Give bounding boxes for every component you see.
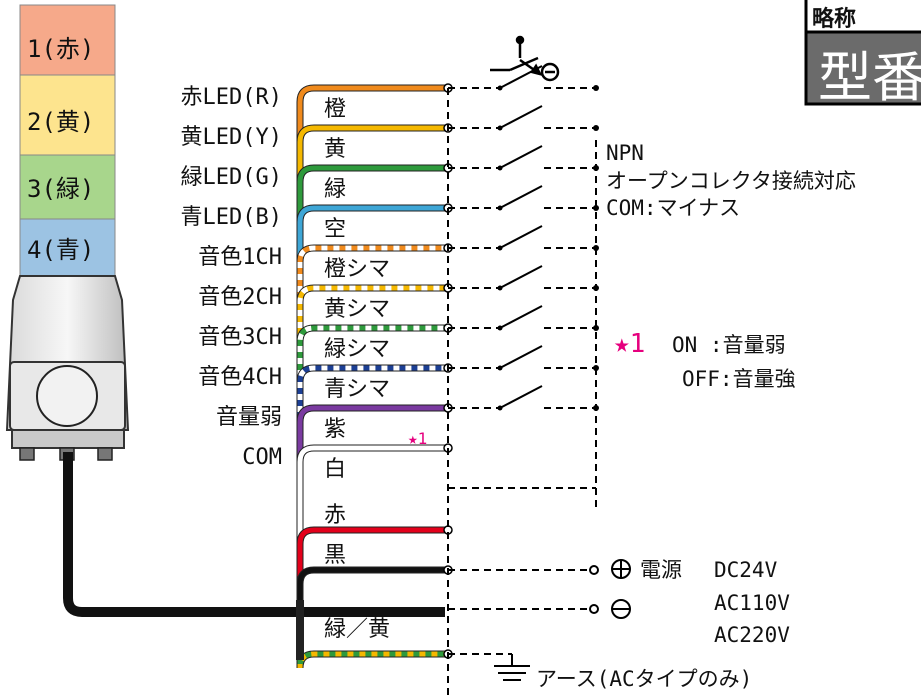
switch-blade: [499, 105, 543, 129]
switch-blade: [499, 225, 543, 249]
header-model-label: 型番: [818, 46, 921, 109]
common-node: [593, 205, 599, 211]
switch-blade: [499, 385, 543, 409]
function-label: 青LED(B): [181, 205, 282, 230]
switch-pivot: [497, 85, 503, 91]
buzzer-icon: [36, 365, 98, 427]
function-label: 音色2CH: [198, 285, 282, 310]
power-ac220v: AC220V: [714, 623, 790, 647]
tier-green: [19, 154, 116, 220]
wire-outline: [296, 324, 445, 640]
switch-blade: [499, 345, 543, 369]
common-node: [593, 125, 599, 131]
wire-label: 緑／黄: [324, 617, 390, 642]
tier-2-label: 2(黄): [27, 108, 94, 136]
npn-title: NPN: [606, 141, 644, 165]
header-caption: 略称: [812, 6, 856, 32]
wire-stripe: [297, 285, 445, 640]
header-boxes: 略称 型番: [804, 0, 921, 109]
star-marker-small: ★1: [408, 429, 427, 448]
wire-stripe: [297, 245, 445, 640]
plus-icon: [611, 559, 631, 579]
switch-pivot: [497, 205, 503, 211]
tier-3-label: 3(緑): [27, 175, 94, 203]
minus-icon: [611, 599, 631, 619]
wire-0: [297, 85, 445, 640]
switch-blade: [499, 185, 543, 209]
tier-1-label: 1(赤): [27, 35, 94, 63]
signal-tower: 1(赤) 2(黄) 3(緑) 4(青): [5, 4, 130, 461]
switch-pivot: [497, 325, 503, 331]
common-node: [593, 165, 599, 171]
star-marker: ★1: [614, 329, 645, 359]
earth-label: アース(ACタイプのみ): [536, 667, 752, 691]
switch-blade: [499, 145, 543, 169]
wire-label: 赤: [324, 503, 346, 528]
earth-icon: [448, 653, 530, 681]
wire-3: [297, 205, 445, 640]
wire-label: 橙シマ: [324, 257, 390, 282]
nc-switch-icon: [490, 35, 560, 82]
function-labels: 赤LED(R) 黄LED(Y) 緑LED(G) 青LED(B) 音色1CH 音色2CH 音色…: [181, 85, 282, 470]
function-label: 赤LED(R): [181, 85, 282, 110]
common-node: [593, 405, 599, 411]
common-node: [593, 245, 599, 251]
star-note-off: OFF:音量強: [682, 367, 796, 391]
common-node: [593, 85, 599, 91]
wire-stripe: [297, 325, 445, 640]
wire-6: [297, 325, 445, 640]
switch-pivot: [497, 405, 503, 411]
function-label: 緑LED(G): [181, 165, 282, 190]
tier-yellow: [19, 74, 116, 156]
main-cable: [63, 452, 445, 617]
power-ac110v: AC110V: [714, 591, 790, 615]
switch-blade: [499, 305, 543, 329]
switch-pivot: [497, 125, 503, 131]
power-lines: [448, 565, 599, 614]
common-node: [593, 285, 599, 291]
common-node: [593, 365, 599, 371]
wire-10: [297, 527, 445, 640]
tier-4-label: 4(青): [27, 236, 94, 264]
star-note-on: ON :音量弱: [672, 333, 786, 357]
wire-label: 橙: [324, 97, 346, 122]
wire-1: [297, 125, 445, 640]
wire-label: 黄: [324, 137, 346, 162]
wire-label: 白: [324, 457, 346, 482]
wire-9: [297, 445, 445, 640]
switch-pivot: [497, 285, 503, 291]
wire-bundle: [296, 83, 453, 669]
switch-pivot: [497, 165, 503, 171]
wire-2: [297, 165, 445, 640]
wire-11: [297, 567, 445, 640]
wire-label: 黄シマ: [324, 297, 390, 322]
power-label: 電源: [640, 558, 682, 582]
npn-line-2: オープンコレクタ接続対応: [606, 169, 856, 193]
wire-8: [297, 405, 445, 640]
wire-label: 青シマ: [324, 377, 390, 402]
wire-label: 緑シマ: [324, 337, 390, 362]
power-dc24v: DC24V: [714, 558, 778, 582]
function-label: 黄LED(Y): [181, 125, 282, 150]
wire-label: 空: [324, 217, 346, 242]
switch-array: [448, 65, 599, 489]
function-label: 音量弱: [216, 405, 282, 430]
common-node: [593, 325, 599, 331]
switch-pivot: [497, 365, 503, 371]
wire-stripe: [297, 365, 445, 640]
function-label: COM: [242, 445, 282, 470]
switch-blade: [499, 265, 543, 289]
function-label: 音色3CH: [198, 325, 282, 350]
npn-line-3: COM:マイナス: [606, 196, 740, 220]
function-label: 音色4CH: [198, 365, 282, 390]
wire-label: 紫: [324, 417, 346, 442]
tier-blue: [19, 218, 116, 277]
function-label: 音色1CH: [198, 245, 282, 270]
switch-pivot: [497, 245, 503, 251]
wire-label: 黒: [324, 543, 346, 568]
wire-label: 緑: [324, 177, 346, 202]
